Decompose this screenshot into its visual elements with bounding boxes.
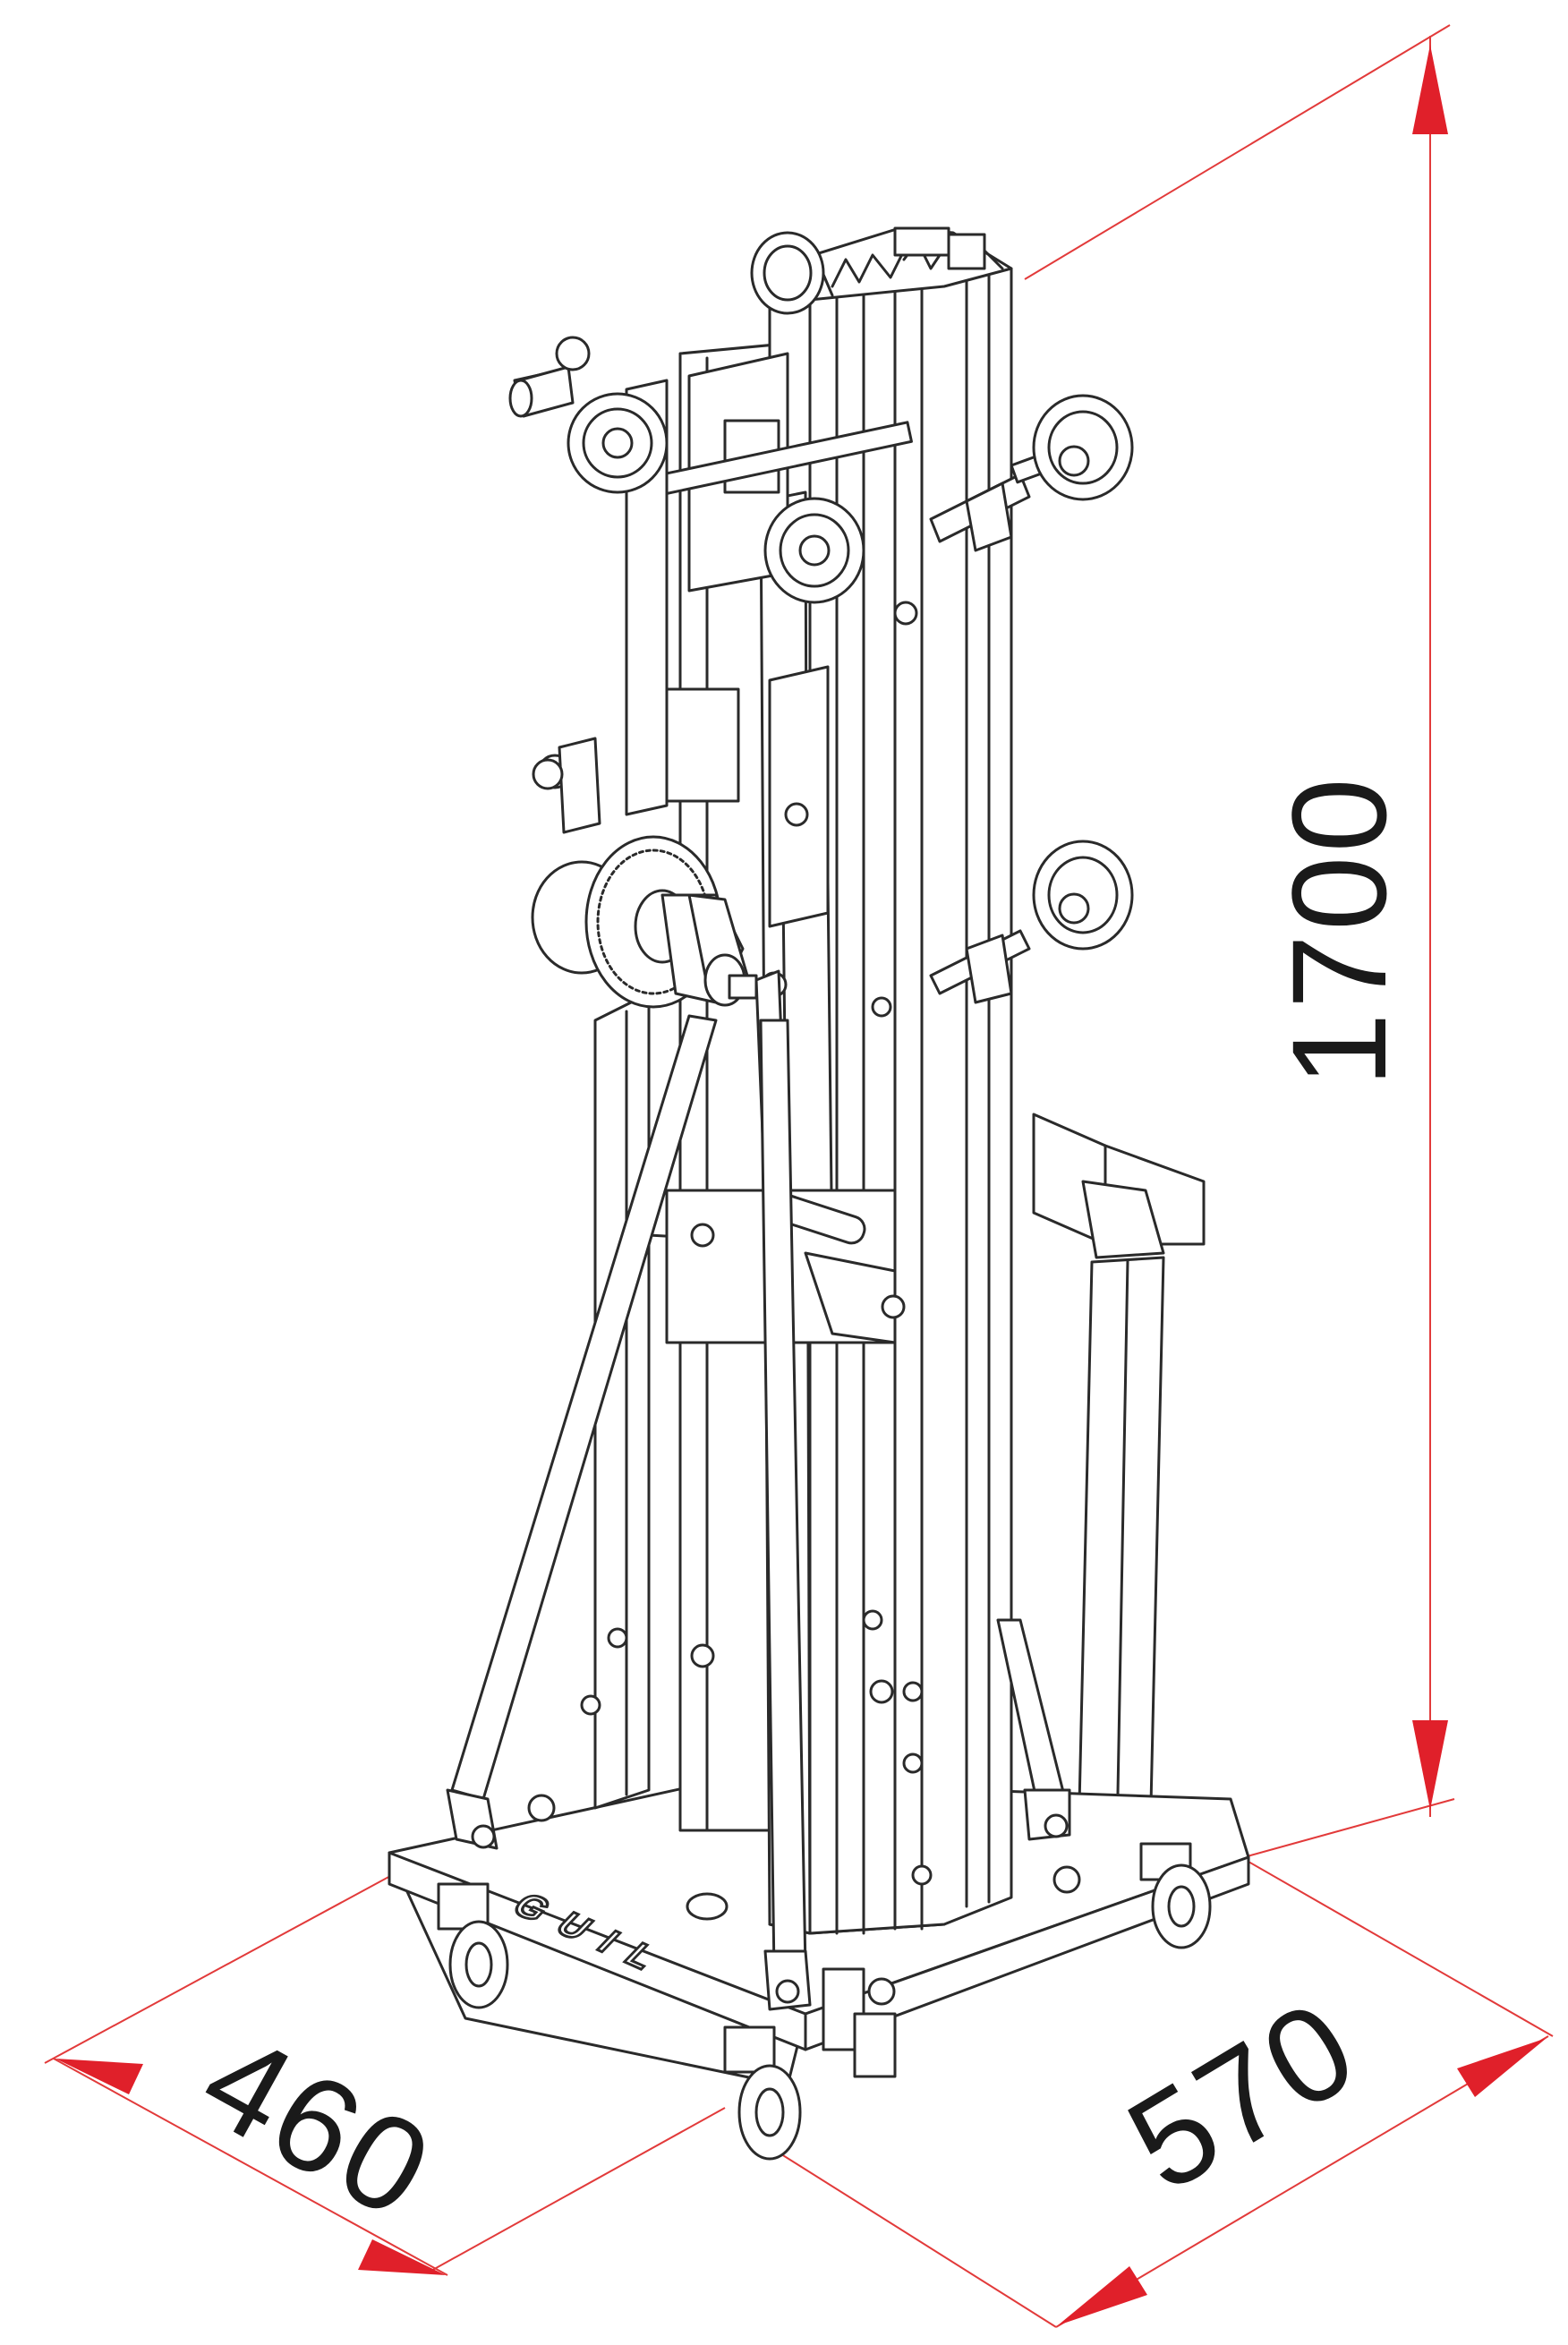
width-extension-line-left [44, 1874, 393, 2064]
base-knob [686, 1892, 729, 1921]
column-bolts [580, 996, 933, 1886]
depth-arrow-right [1457, 2038, 1547, 2097]
caster-rear-center [822, 1967, 897, 2078]
width-arrow-right [358, 2239, 446, 2275]
pulley-top-left [567, 392, 669, 494]
width-dimension-line [53, 2058, 448, 2276]
casters [437, 1842, 1212, 2161]
height-extension-line-top [1024, 24, 1451, 280]
depth-label: 570 [1104, 1970, 1382, 2220]
pulley-top-center [763, 497, 865, 604]
diagonal-brace-front [446, 1014, 718, 1850]
width-label: 460 [179, 2002, 457, 2247]
caster-front-left [437, 1882, 509, 2009]
top-left-rod [508, 336, 591, 789]
height-extension-line-bottom [1243, 1798, 1455, 1858]
depth-dimension-line [1055, 2035, 1549, 2328]
lift-tower: GUIL [388, 226, 1250, 2161]
height-arrow-bottom [1412, 1720, 1448, 1810]
width-extension-line-right [429, 2107, 726, 2273]
pulley-top-right [1032, 394, 1134, 501]
height-arrow-top [1412, 45, 1448, 134]
pulley-mid-right [929, 840, 1134, 1004]
pulley-top-rear [750, 231, 825, 315]
base-plate: GUIL [388, 1779, 1250, 2087]
caster-front-center [723, 2025, 802, 2161]
depth-arrow-left [1058, 2266, 1147, 2325]
mid-left-bracket [532, 737, 601, 834]
caster-rear-right [1139, 1842, 1212, 1949]
depth-extension-line-left [778, 2152, 1057, 2328]
height-label: 1700 [1264, 774, 1414, 1087]
depth-extension-line-right [1248, 1861, 1554, 2037]
mast-main [768, 226, 1013, 1935]
width-arrow-left [55, 2059, 143, 2094]
rear-outrigger-leg [1032, 1113, 1206, 1872]
diagonal-brace-center [759, 1019, 812, 2011]
diagonal-brace-rear [996, 1618, 1071, 1841]
